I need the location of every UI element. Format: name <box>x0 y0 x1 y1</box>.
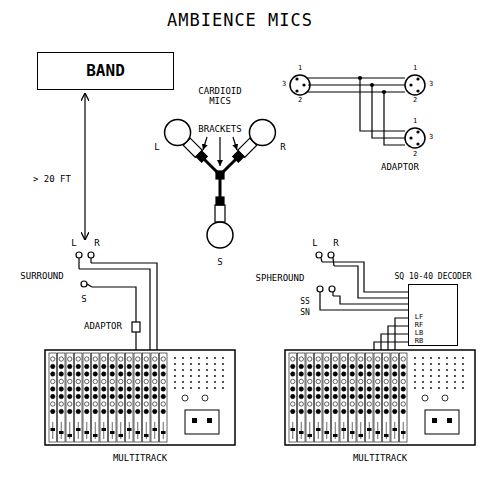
distance-arrow <box>84 93 85 240</box>
part-label: CARDIOID MICS <box>189 87 251 107</box>
part-label: R <box>280 143 285 153</box>
part-label: ADAPTOR <box>381 163 419 173</box>
multitrack-console <box>45 350 475 445</box>
part-label: R <box>94 239 99 249</box>
band-box: BAND <box>37 52 174 90</box>
adaptor-wiring <box>290 75 425 148</box>
part-label: L <box>312 239 317 249</box>
part-label: MULTITRACK <box>353 454 407 464</box>
part-label: R <box>333 239 338 249</box>
spheround-mics <box>316 252 408 350</box>
part-label: S <box>217 258 222 268</box>
part-label: L <box>154 143 159 153</box>
output-label: LF <box>415 314 423 322</box>
bracket-pointer <box>219 137 220 166</box>
part-label: SS <box>300 298 310 307</box>
pin-number: 2 <box>413 151 417 159</box>
part-label: SPHEROUND <box>256 274 305 284</box>
node-text: BAND <box>38 53 173 88</box>
bracket-pointer <box>233 137 237 150</box>
pin-number: 3 <box>429 81 433 89</box>
output-label: RB <box>415 338 423 346</box>
pin-number: 3 <box>282 81 286 89</box>
pin-number: 1 <box>413 65 417 73</box>
pin-dots <box>295 76 419 146</box>
node-text: SQ 10-40 DECODER <box>394 272 471 281</box>
output-label: LB <box>415 330 423 338</box>
pin-number: 2 <box>298 97 302 105</box>
part-label: L <box>71 239 76 249</box>
pin-number: 2 <box>413 97 417 105</box>
pin-number: 3 <box>429 134 433 142</box>
bracket-pointer <box>203 137 207 150</box>
surround-mics <box>76 252 157 350</box>
console-body <box>285 350 475 445</box>
pin-number: 1 <box>298 65 302 73</box>
console-body <box>45 350 235 445</box>
part-label: MULTITRACK <box>113 454 167 464</box>
part-label: S <box>81 295 86 305</box>
part-label: SN <box>300 309 310 318</box>
part-label: ADAPTOR <box>84 322 122 332</box>
output-label: RF <box>415 322 423 330</box>
part-label: BRACKETS <box>198 125 241 135</box>
cardioid-mic-array <box>159 114 281 248</box>
distance-label: > 20 FT <box>33 175 71 185</box>
diagram-title: AMBIENCE MICS <box>167 10 313 30</box>
part-label: SURROUND <box>20 272 63 282</box>
pin-number: 1 <box>413 118 417 126</box>
